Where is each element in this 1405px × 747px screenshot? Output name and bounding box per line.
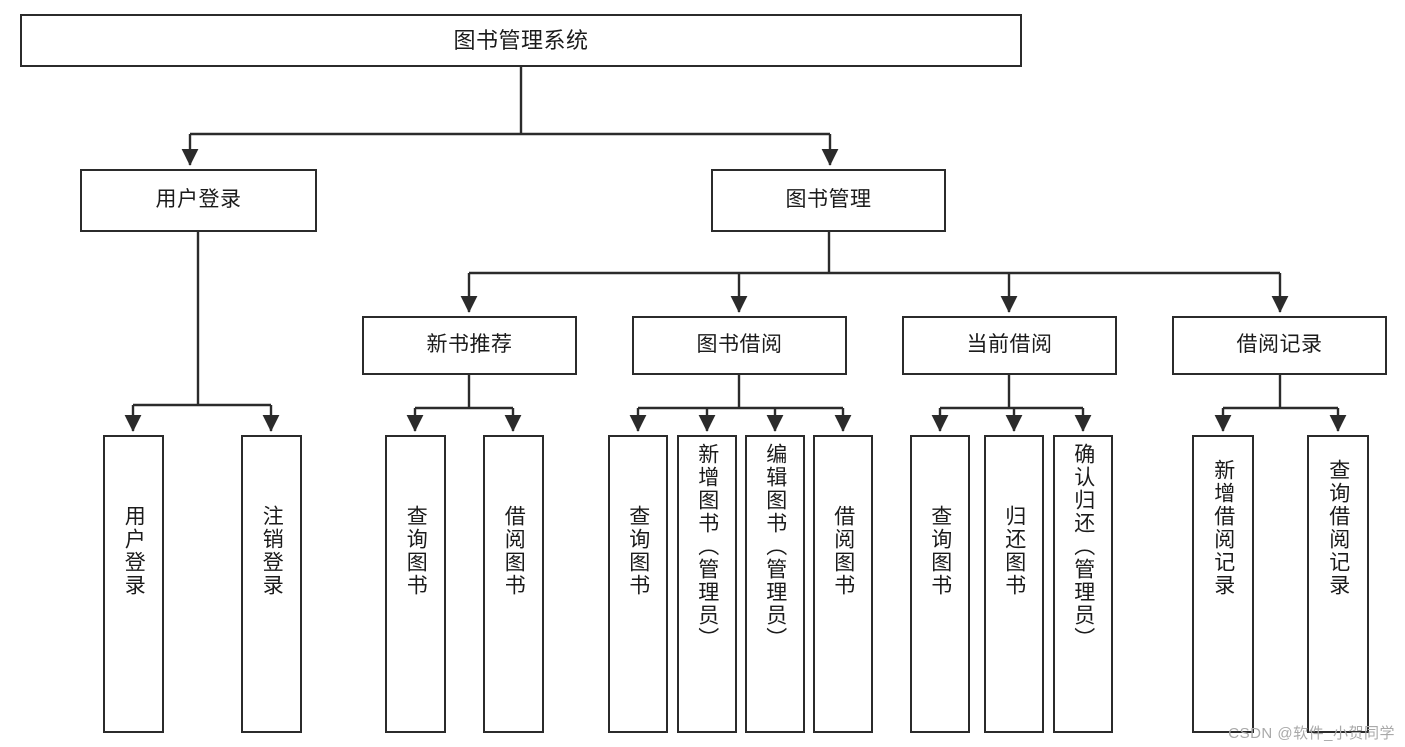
node-leaf-rec-borrow-book[interactable]: 借阅图书 <box>483 435 544 733</box>
node-borrow-record-label: 借阅记录 <box>1236 333 1323 357</box>
node-leaf-borrow-edit-book[interactable]: 编辑图书（管理员） <box>745 435 805 733</box>
node-leaf-rec-query-book-label: 查询图书 <box>404 505 428 597</box>
node-leaf-borrow-add-book-label: 新增图书（管理员） <box>695 443 719 650</box>
node-current-borrow-label: 当前借阅 <box>966 333 1053 357</box>
node-borrow-record[interactable]: 借阅记录 <box>1172 316 1387 375</box>
node-leaf-rec-add-record[interactable]: 新增借阅记录 <box>1192 435 1254 733</box>
node-book-manage-label: 图书管理 <box>785 188 872 212</box>
node-leaf-cur-return-book[interactable]: 归还图书 <box>984 435 1044 733</box>
node-leaf-borrow-borrow-book[interactable]: 借阅图书 <box>813 435 873 733</box>
node-leaf-borrow-edit-book-label: 编辑图书（管理员） <box>763 443 787 650</box>
node-leaf-logout[interactable]: 注销登录 <box>241 435 302 733</box>
node-leaf-rec-query-record[interactable]: 查询借阅记录 <box>1307 435 1369 733</box>
node-book-borrow-label: 图书借阅 <box>696 333 783 357</box>
node-new-book-rec-label: 新书推荐 <box>426 333 513 357</box>
node-leaf-rec-query-record-label: 查询借阅记录 <box>1326 459 1350 597</box>
node-leaf-borrow-query-book-label: 查询图书 <box>626 505 650 597</box>
node-leaf-rec-add-record-label: 新增借阅记录 <box>1211 459 1235 597</box>
node-leaf-logout-label: 注销登录 <box>260 505 284 597</box>
node-current-borrow[interactable]: 当前借阅 <box>902 316 1117 375</box>
node-new-book-rec[interactable]: 新书推荐 <box>362 316 577 375</box>
node-root[interactable]: 图书管理系统 <box>20 14 1022 67</box>
node-leaf-rec-borrow-book-label: 借阅图书 <box>502 505 526 597</box>
csdn-watermark: CSDN @软件_小贺同学 <box>1228 725 1395 742</box>
node-leaf-borrow-add-book[interactable]: 新增图书（管理员） <box>677 435 737 733</box>
node-leaf-user-login-label: 用户登录 <box>122 505 146 597</box>
node-root-label: 图书管理系统 <box>453 27 589 53</box>
node-leaf-cur-return-book-label: 归还图书 <box>1002 505 1026 597</box>
node-leaf-rec-query-book[interactable]: 查询图书 <box>385 435 446 733</box>
node-leaf-borrow-borrow-book-label: 借阅图书 <box>831 505 855 597</box>
node-leaf-cur-confirm-return[interactable]: 确认归还（管理员） <box>1053 435 1113 733</box>
node-leaf-borrow-query-book[interactable]: 查询图书 <box>608 435 668 733</box>
node-user-login-label: 用户登录 <box>155 188 242 212</box>
node-leaf-cur-query-book-label: 查询图书 <box>928 505 952 597</box>
node-book-manage[interactable]: 图书管理 <box>711 169 946 232</box>
node-book-borrow[interactable]: 图书借阅 <box>632 316 847 375</box>
node-leaf-user-login[interactable]: 用户登录 <box>103 435 164 733</box>
node-user-login[interactable]: 用户登录 <box>80 169 317 232</box>
node-leaf-cur-confirm-return-label: 确认归还（管理员） <box>1071 443 1095 650</box>
node-leaf-cur-query-book[interactable]: 查询图书 <box>910 435 970 733</box>
